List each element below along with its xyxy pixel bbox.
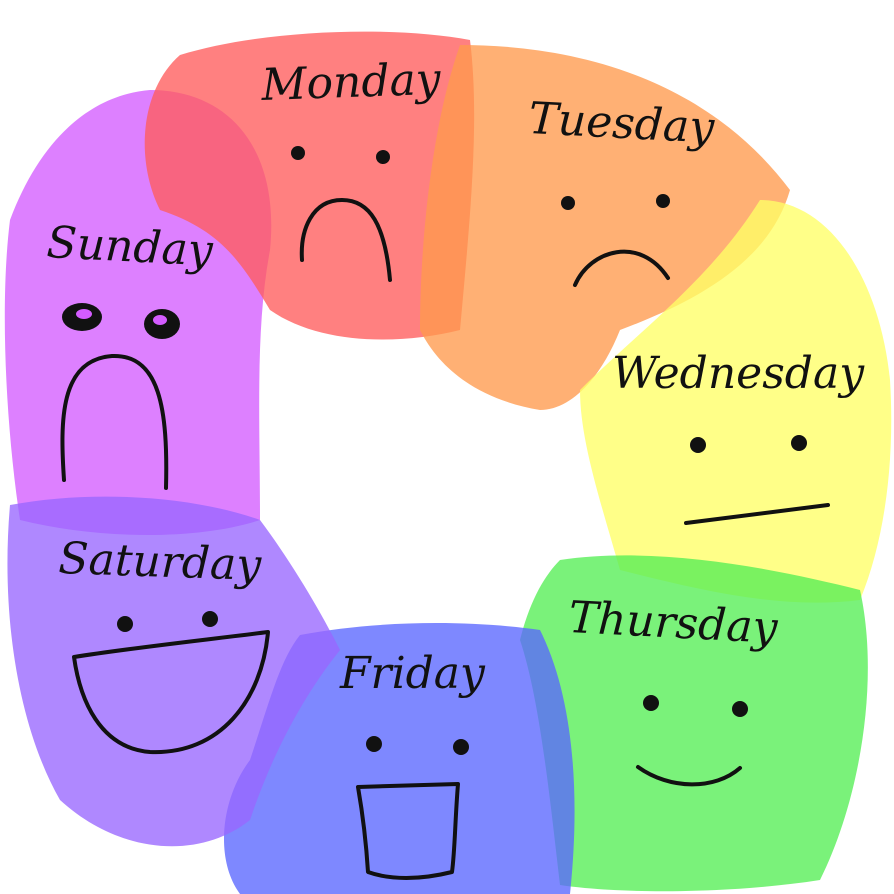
label-sunday: Sunday	[45, 217, 215, 277]
mouth-deep-frown	[299, 198, 392, 282]
mouth-open-smile	[356, 782, 460, 880]
mouth-frown	[573, 249, 670, 287]
face-friday	[356, 736, 469, 880]
eye-right	[791, 435, 807, 451]
eye-right	[732, 701, 748, 717]
segment-friday	[223, 623, 575, 894]
teary-eye-right	[144, 309, 180, 339]
face-saturday	[72, 611, 270, 755]
eye-right	[202, 611, 218, 627]
label-thursday: Thursday	[567, 592, 779, 654]
face-sunday	[60, 303, 180, 490]
face-tuesday	[561, 194, 670, 287]
label-friday: Friday	[339, 648, 486, 699]
eye-right	[656, 194, 670, 208]
label-monday: Monday	[260, 54, 443, 111]
mouth-smile	[636, 765, 742, 787]
eye-right	[453, 739, 469, 755]
eye-left	[690, 437, 706, 453]
segment-monday	[144, 31, 475, 340]
mouth-crying	[60, 353, 169, 490]
mouth-neutral	[684, 503, 830, 525]
eye-left	[291, 146, 305, 160]
eye-left	[366, 736, 382, 752]
segment-saturday	[7, 496, 340, 847]
segment-thursday	[520, 555, 868, 892]
eye-right	[376, 150, 390, 164]
face-monday	[291, 146, 392, 282]
eye-left	[561, 196, 575, 210]
segment-wednesday	[580, 200, 892, 603]
segment-tuesday	[420, 45, 790, 410]
face-thursday	[636, 695, 748, 787]
face-wednesday	[684, 435, 830, 525]
eye-left	[643, 695, 659, 711]
eye-left	[117, 616, 133, 632]
label-saturday: Saturday	[58, 533, 263, 591]
label-wednesday: Wednesday	[612, 348, 865, 399]
teary-eye-left	[62, 303, 102, 331]
label-tuesday: Tuesday	[527, 93, 716, 154]
mouth-big-smile	[72, 630, 270, 755]
